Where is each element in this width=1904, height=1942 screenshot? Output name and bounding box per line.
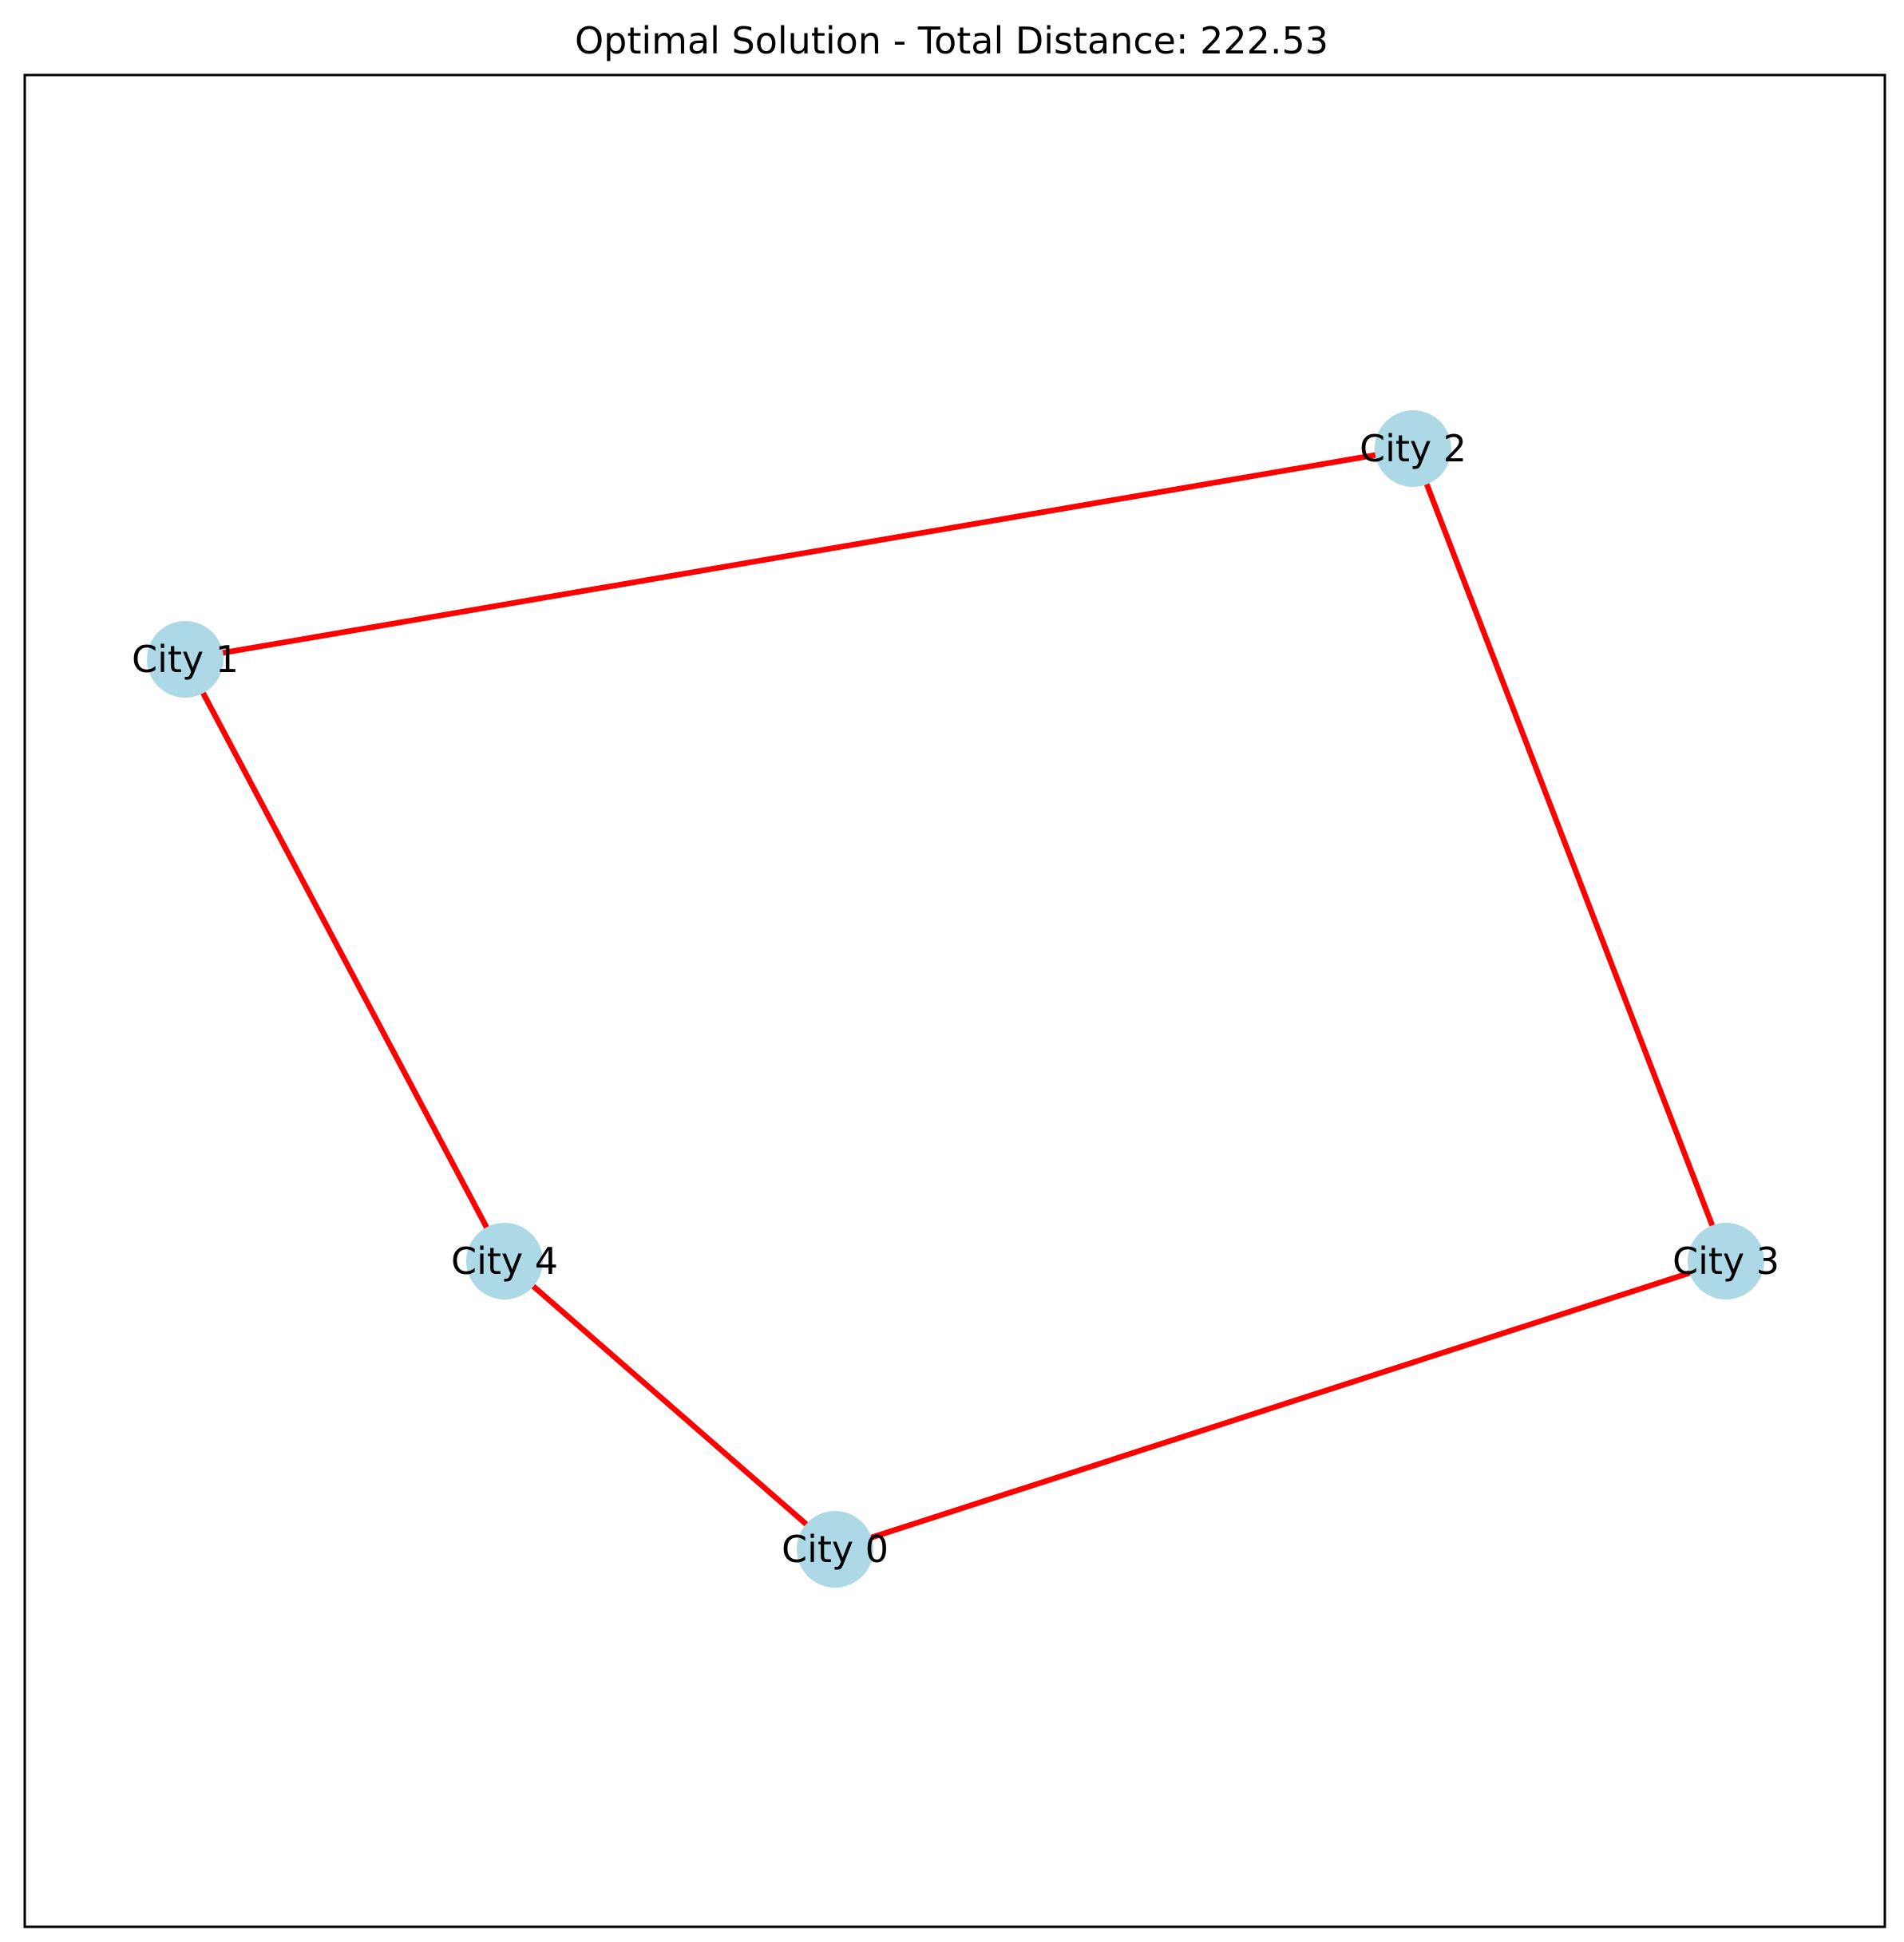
- route-edge-1-2: [184, 445, 1414, 662]
- city-node-circle: [147, 621, 224, 698]
- route-edge-0-4: [502, 1259, 837, 1552]
- city-node-label: City 3: [1672, 1240, 1779, 1283]
- city-node-2: City 2: [1360, 410, 1467, 487]
- city-node-label: City 4: [451, 1240, 558, 1283]
- city-node-circle: [1375, 410, 1451, 487]
- route-edges: [182, 445, 1729, 1552]
- city-node-circle: [466, 1223, 543, 1299]
- plot-frame: [23, 73, 1886, 1928]
- city-node-1: City 1: [132, 621, 239, 698]
- city-node-circle: [797, 1511, 873, 1588]
- city-node-circle: [1688, 1223, 1764, 1299]
- city-node-label: City 0: [782, 1528, 889, 1571]
- city-node-4: City 4: [451, 1223, 558, 1299]
- city-node-label: City 1: [132, 638, 239, 681]
- city-nodes: City 0 City 1 City 2 City 3 City 4: [132, 410, 1779, 1588]
- city-node-0: City 0: [782, 1511, 889, 1588]
- city-node-label: City 2: [1360, 427, 1467, 470]
- route-edge-2-3: [1410, 447, 1729, 1263]
- city-node-3: City 3: [1672, 1223, 1779, 1299]
- diagram-title: Optimal Solution - Total Distance: 222.5…: [575, 19, 1328, 62]
- route-edge-3-0: [833, 1258, 1728, 1552]
- route-edge-4-1: [182, 658, 508, 1263]
